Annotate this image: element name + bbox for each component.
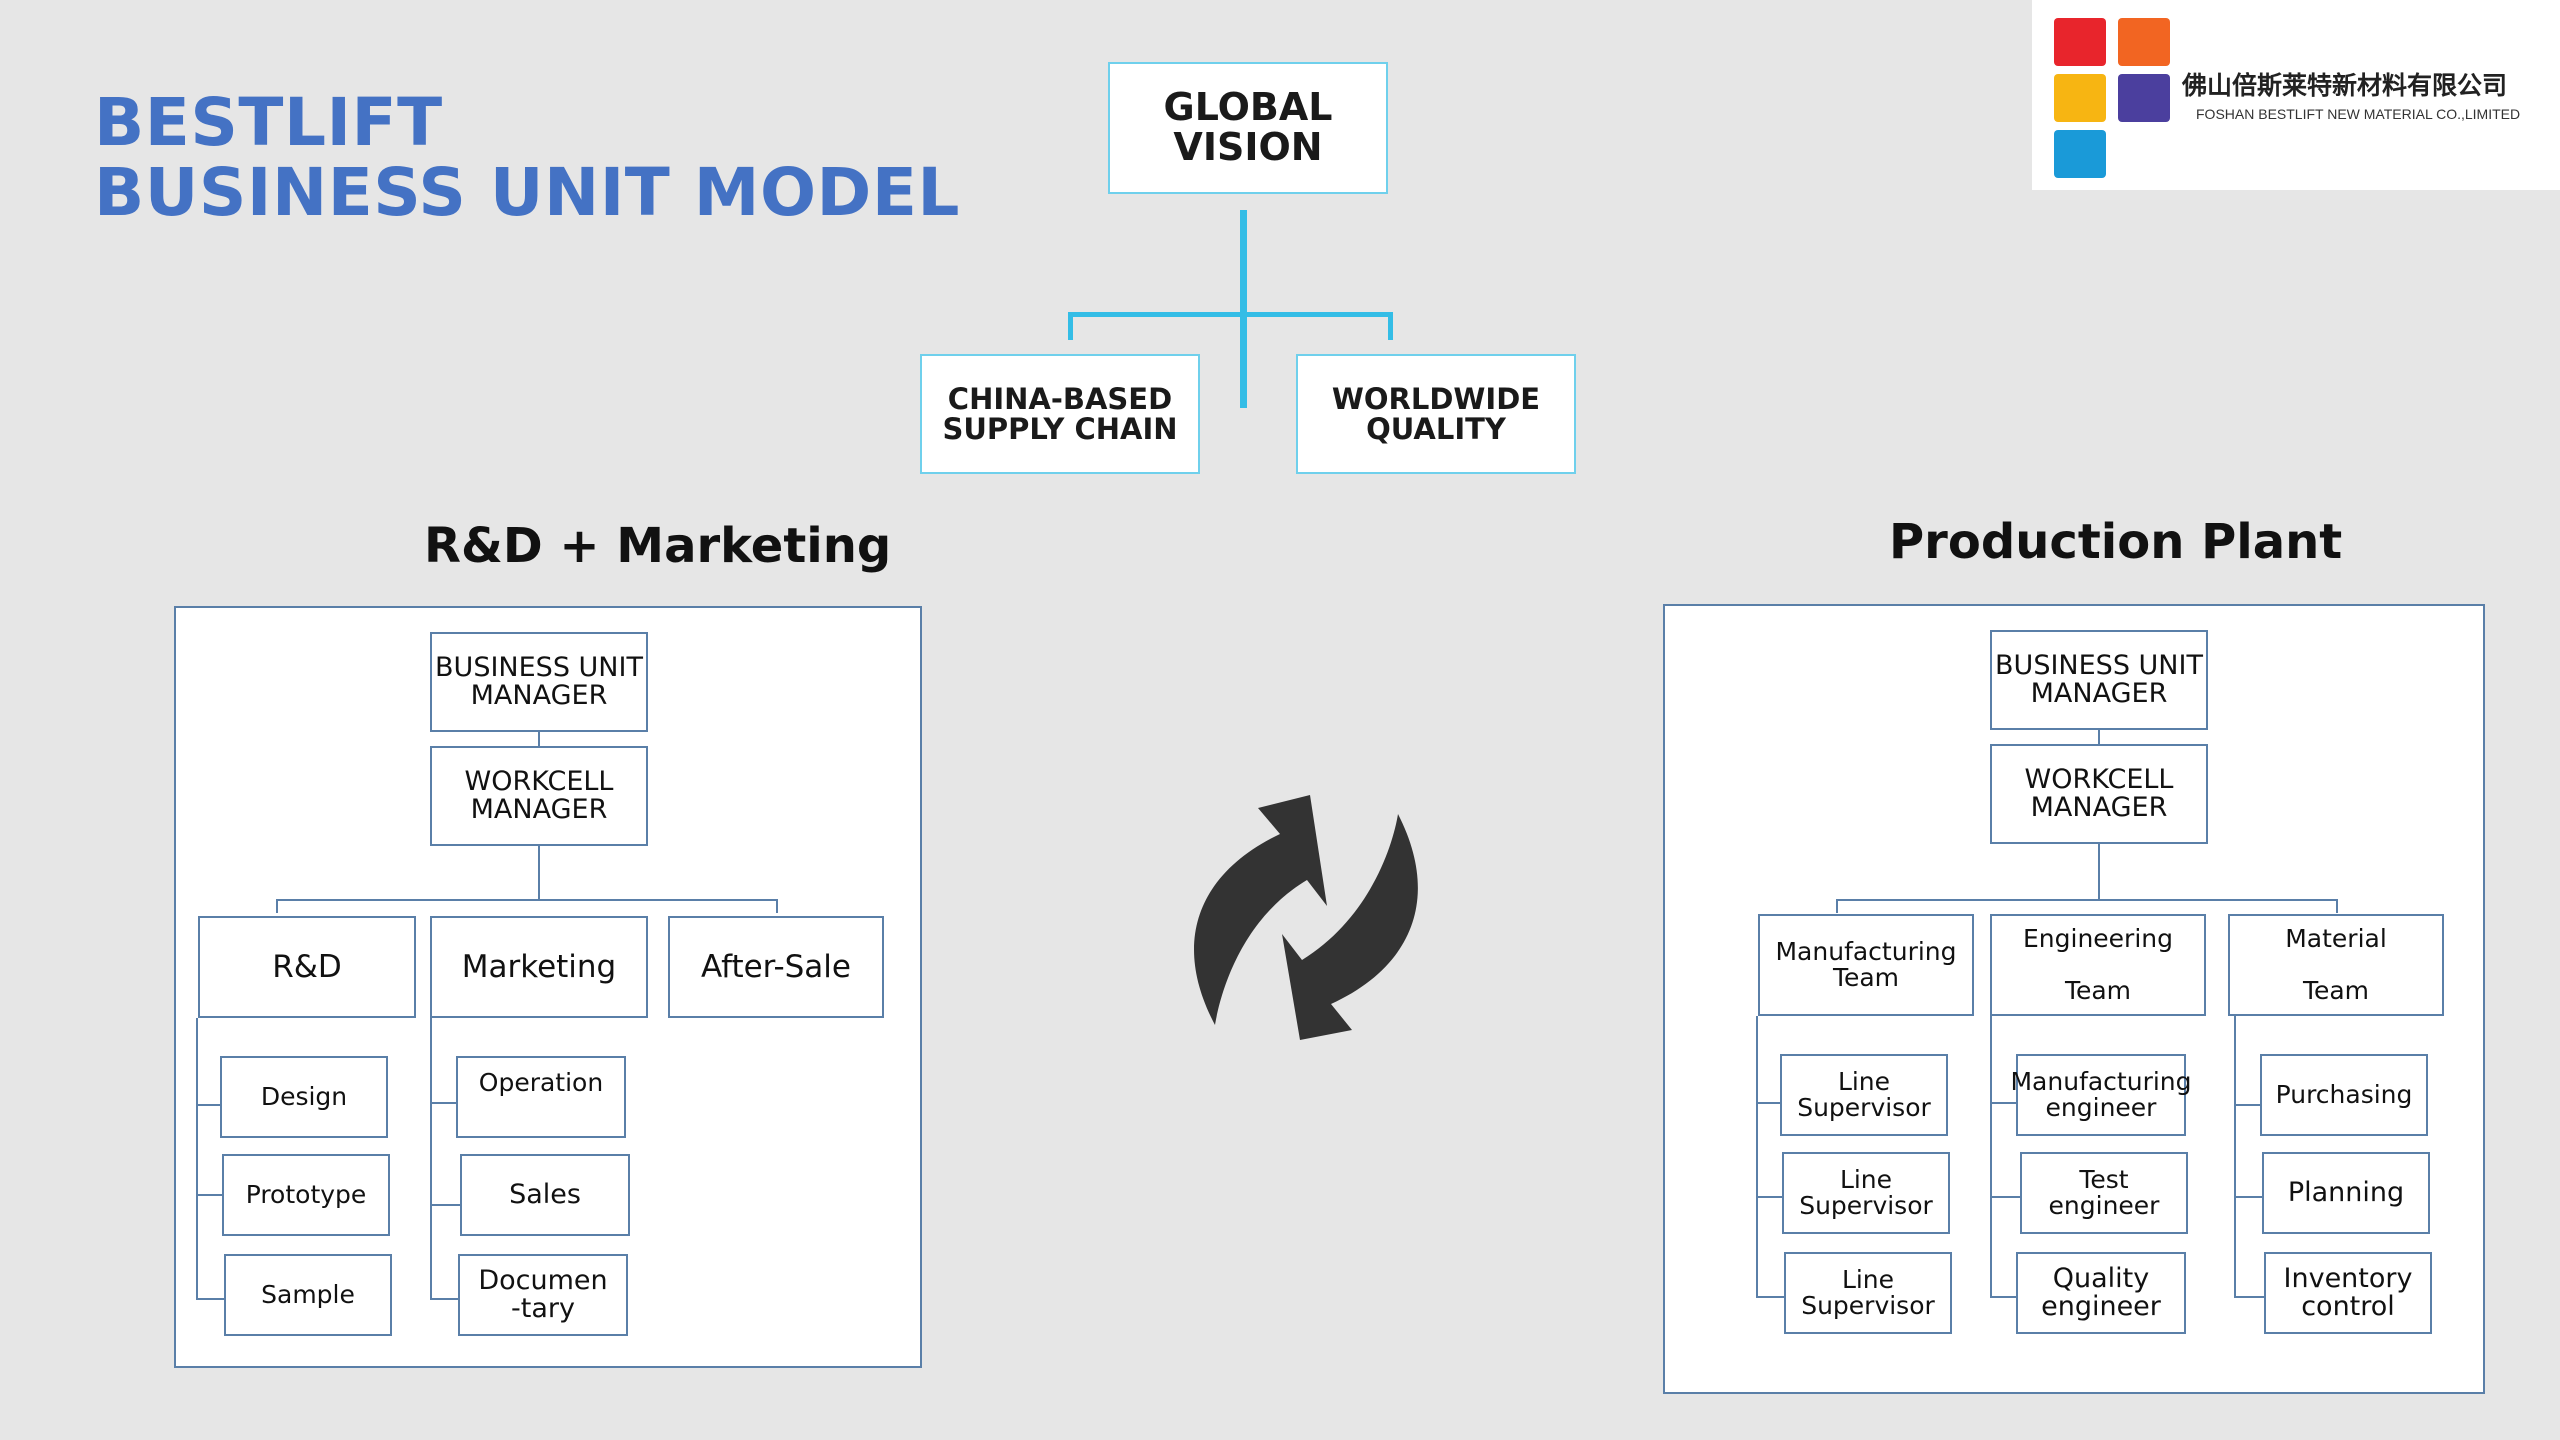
global-vision-line1: GLOBAL: [1163, 85, 1333, 130]
worldwide-quality-line1: WORLDWIDE: [1331, 381, 1541, 416]
right-line-drop-1: [1836, 899, 1838, 913]
material-inventory-control: Inventory control: [2264, 1252, 2432, 1334]
manufacturing-tick-2: [1756, 1196, 1782, 1198]
marketing-tick-3: [430, 1298, 460, 1300]
left-business-unit-manager: BUSINESS UNIT MANAGER: [430, 632, 648, 732]
right-line-bar: [1836, 899, 2336, 901]
logo-english-name: FOSHAN BESTLIFT NEW MATERIAL CO.,LIMITED: [2196, 106, 2521, 122]
logo-chinese-name: 佛山倍斯莱特新材料有限公司: [2182, 71, 2508, 100]
marketing-operation: Operation: [456, 1056, 626, 1138]
material-purchasing: Purchasing: [2260, 1054, 2428, 1136]
rd-department: R&D: [198, 916, 416, 1018]
left-line-drop-1: [276, 899, 278, 913]
engineering-team: Engineering Team: [1990, 914, 2206, 1016]
manufacturing-team: Manufacturing Team: [1758, 914, 1974, 1016]
line-supervisor-2: Line Supervisor: [1782, 1152, 1950, 1234]
material-tick-3: [2234, 1296, 2264, 1298]
manufacturing-tick-3: [1756, 1296, 1784, 1298]
manufacturing-tick-1: [1756, 1102, 1782, 1104]
logo-square-red: [2054, 18, 2106, 66]
right-line-wc-bar: [2098, 844, 2100, 900]
right-business-unit-manager: BUSINESS UNIT MANAGER: [1990, 630, 2208, 730]
marketing-documentary: Documen -tary: [458, 1254, 628, 1336]
engineering-tick-3: [1990, 1296, 2018, 1298]
line-supervisor-3: Line Supervisor: [1784, 1252, 1952, 1334]
left-line-mgr-wc: [538, 732, 540, 746]
right-line-drop-3: [2336, 899, 2338, 913]
rd-tick-2: [196, 1194, 222, 1196]
engineering-spine: [1990, 1016, 1992, 1298]
right-line-mgr-wc: [2098, 730, 2100, 744]
left-line-wc-bar: [538, 846, 540, 900]
logo-square-indigo: [2118, 74, 2170, 122]
logo-square-orange: [2118, 18, 2170, 66]
china-supply-line2: SUPPLY CHAIN: [942, 412, 1178, 446]
material-team: Material Team: [2228, 914, 2444, 1016]
rd-sample: Sample: [224, 1254, 392, 1336]
engineering-tick-1: [1990, 1102, 2018, 1104]
connector-right-drop: [1388, 312, 1393, 340]
marketing-tick-2: [430, 1204, 462, 1206]
rd-marketing-title: R&D + Marketing: [424, 518, 892, 574]
rd-prototype: Prototype: [222, 1154, 390, 1236]
left-line-bar: [276, 899, 776, 901]
right-workcell-manager: WORKCELL MANAGER: [1990, 744, 2208, 844]
logo-square-blue: [2054, 130, 2106, 178]
test-engineer: Test engineer: [2020, 1152, 2188, 1234]
connector-vertical: [1240, 210, 1247, 408]
china-supply-line1: CHINA-BASED: [947, 381, 1173, 416]
production-plant-title: Production Plant: [1889, 514, 2343, 570]
marketing-tick-1: [430, 1102, 456, 1104]
marketing-spine: [430, 1018, 432, 1300]
marketing-sales: Sales: [460, 1154, 630, 1236]
left-workcell-manager: WORKCELL MANAGER: [430, 746, 648, 846]
engineering-tick-2: [1990, 1196, 2020, 1198]
material-tick-2: [2234, 1196, 2262, 1198]
page-title-line2: BUSINESS UNIT MODEL: [94, 154, 960, 231]
manufacturing-spine: [1756, 1016, 1758, 1298]
material-spine: [2234, 1016, 2236, 1298]
marketing-department: Marketing: [430, 916, 648, 1018]
manufacturing-engineer: Manufacturing engineer: [2010, 1054, 2192, 1136]
left-line-drop-3: [776, 899, 778, 913]
connector-horizontal: [1068, 312, 1392, 317]
refresh-arrows-icon: [1194, 795, 1418, 1040]
rd-tick-1: [196, 1104, 222, 1106]
quality-engineer: Quality engineer: [2016, 1252, 2186, 1334]
worldwide-quality-line2: QUALITY: [1366, 412, 1506, 446]
line-supervisor-1: Line Supervisor: [1780, 1054, 1948, 1136]
page-title-line1: BESTLIFT: [94, 84, 443, 161]
connector-left-drop: [1068, 312, 1073, 340]
after-sale-department: After-Sale: [668, 916, 884, 1018]
rd-design: Design: [220, 1056, 388, 1138]
logo-square-yellow: [2054, 74, 2106, 122]
rd-spine: [196, 1018, 198, 1300]
material-planning: Planning: [2262, 1152, 2430, 1234]
global-vision-line2: VISION: [1173, 125, 1323, 169]
rd-tick-3: [196, 1298, 226, 1300]
material-tick-1: [2234, 1104, 2262, 1106]
company-logo: 佛山倍斯莱特新材料有限公司 FOSHAN BESTLIFT NEW MATERI…: [2032, 0, 2560, 190]
